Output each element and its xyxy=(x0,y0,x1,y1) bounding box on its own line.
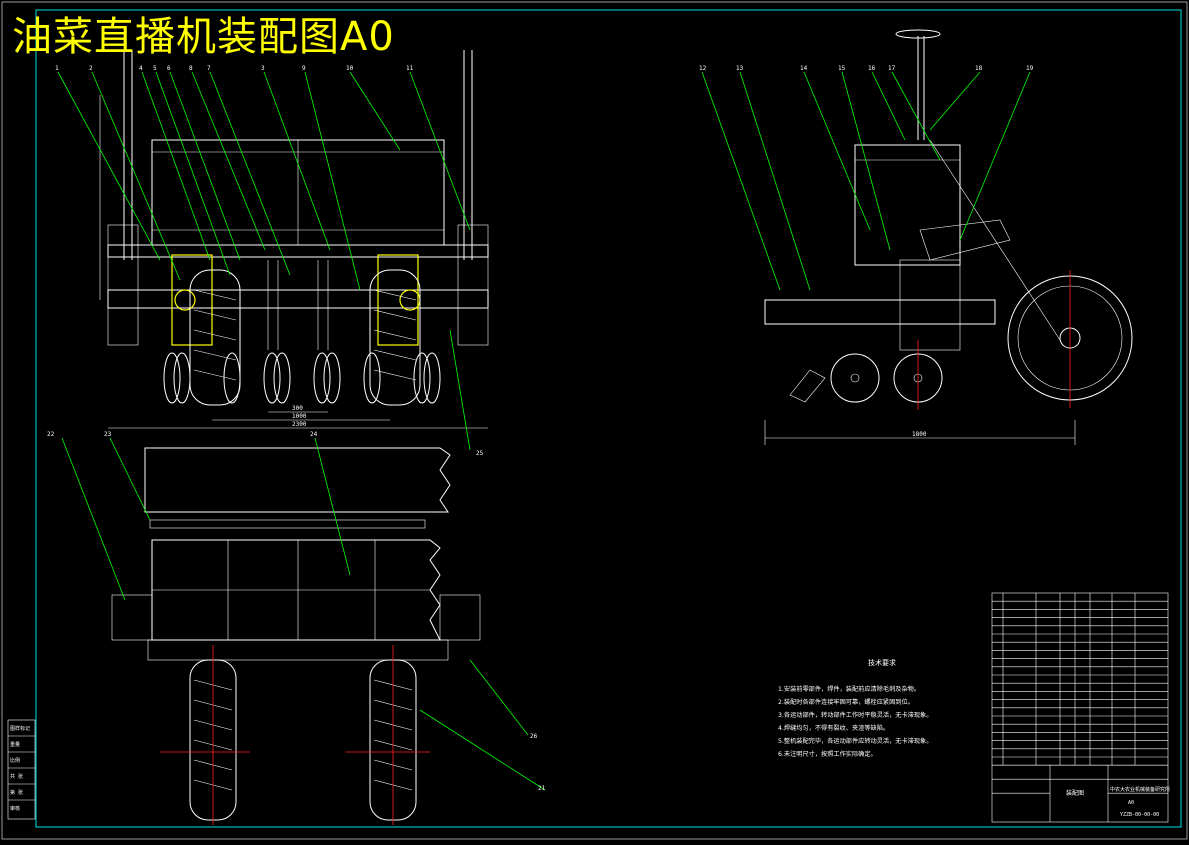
part-label: 13 xyxy=(736,65,744,72)
side-table-cell: 共 张 xyxy=(10,774,24,780)
part-label: 3 xyxy=(261,65,265,72)
dimension-label: 2300 xyxy=(292,421,307,428)
tech-requirement-item: 2.装配时各部件连接牢固可靠，螺栓应紧固到位。 xyxy=(778,699,914,706)
title-block-sheet: A0 xyxy=(1128,800,1135,806)
tech-requirements-heading: 技术要求 xyxy=(868,659,896,667)
tech-requirement-item: 5.整机装配完毕，各运动部件应转动灵活，无卡滞现象。 xyxy=(778,738,933,745)
part-label: 15 xyxy=(838,65,846,72)
top-view-labels: 22 23 24 26 21 xyxy=(47,431,546,792)
part-label: 14 xyxy=(800,65,808,72)
part-label: 16 xyxy=(868,65,876,72)
part-label: 9 xyxy=(302,65,306,72)
title-block-company: 中农大农业机械装备研究所 xyxy=(1110,787,1171,793)
drawing-title: 油菜直播机装配图A0 xyxy=(12,14,395,60)
part-label: 19 xyxy=(1026,65,1034,72)
part-label: 18 xyxy=(975,65,983,72)
part-label: 25 xyxy=(476,450,484,457)
tech-requirement-item: 3.各运动部件，转动部件工作时平稳灵活，无卡滞现象。 xyxy=(778,712,933,719)
part-label: 21 xyxy=(538,785,546,792)
side-table-cell: 图样标记 xyxy=(10,726,31,732)
dimension-label: 1000 xyxy=(292,413,307,420)
side-table-cell: 第 张 xyxy=(10,790,24,796)
part-label: 22 xyxy=(47,431,55,438)
part-label: 6 xyxy=(167,65,171,72)
part-label: 8 xyxy=(189,65,193,72)
side-table-cell: 比例 xyxy=(10,758,21,764)
dimension-label: 1800 xyxy=(912,431,927,438)
part-label: 1 xyxy=(55,65,59,72)
title-block-name: 装配图 xyxy=(1066,790,1085,797)
front-view-labels: 1 2 3 4 5 6 7 8 9 10 11 25 300 1000 2300 xyxy=(55,65,484,457)
front-view xyxy=(57,50,489,451)
side-view xyxy=(701,29,1133,445)
dimension-label: 300 xyxy=(292,405,303,412)
part-label: 26 xyxy=(530,733,538,740)
part-label: 7 xyxy=(207,65,211,72)
side-table-cell: 重量 xyxy=(10,742,21,748)
part-label: 17 xyxy=(888,65,896,72)
bom-table xyxy=(991,592,1169,823)
part-label: 23 xyxy=(104,431,112,438)
side-table-cell: 审核 xyxy=(10,806,21,812)
part-label: 24 xyxy=(310,431,318,438)
part-label: 10 xyxy=(346,65,354,72)
title-block-code: YZZB-00-00-00 xyxy=(1120,812,1160,818)
top-view xyxy=(61,437,546,825)
tech-requirement-item: 4.焊缝均匀，不得有裂纹、夹渣等缺陷。 xyxy=(778,725,890,732)
part-label: 4 xyxy=(139,65,143,72)
part-label: 5 xyxy=(153,65,157,72)
inner-border xyxy=(35,9,1182,828)
part-label: 2 xyxy=(89,65,93,72)
side-stamp-table xyxy=(7,719,36,820)
tech-requirement-item: 6.未注明尺寸，按照工作实际确定。 xyxy=(778,751,877,758)
side-view-labels: 12 13 14 15 16 17 18 19 1800 xyxy=(699,65,1034,438)
part-label: 11 xyxy=(406,65,414,72)
part-label: 12 xyxy=(699,65,707,72)
tech-requirement-item: 1.安装前零部件，焊件，装配前应清除毛刺及杂物。 xyxy=(778,686,921,693)
